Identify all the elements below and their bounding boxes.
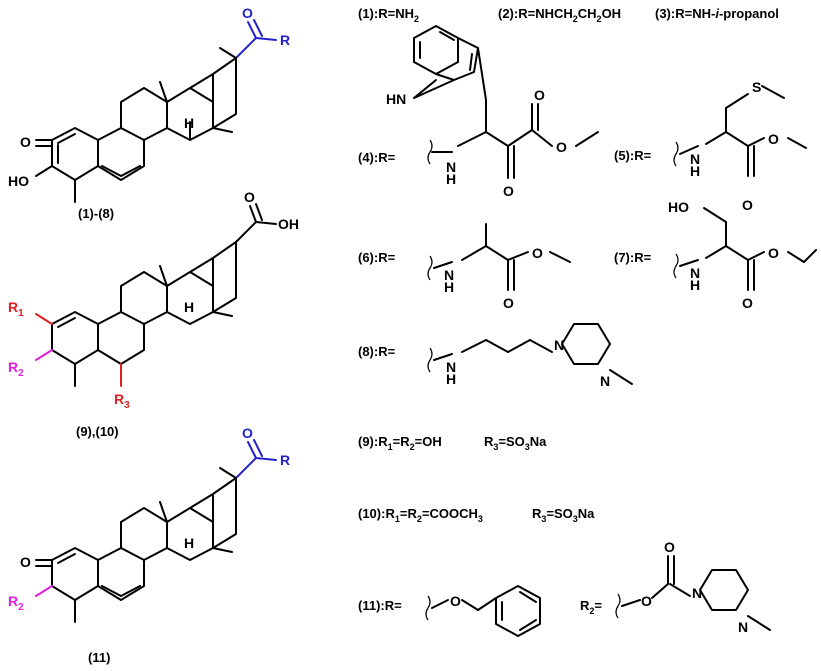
atom-n-8b: N [600,373,610,389]
substituent-4: (4):R= [358,150,396,165]
substituent-1: (1):R=NH2 [358,6,419,24]
atom-n-11b: N [738,619,748,635]
substituent-11-r2: R2= [580,598,602,616]
atom-n-11a: N [692,585,702,601]
atom-o-blue-3: O [242,425,253,441]
atom-ho-7: HO [668,199,689,215]
substituent-7: (7):R= [614,250,652,265]
r2-label-3: R2 [8,593,24,613]
atom-o-7a: O [742,295,753,311]
substituent-9-r3: R3=SO3Na [484,434,547,452]
substituent-2: (2):R=NHCH2CH2OH [498,6,621,24]
atom-o-2: O [244,189,255,205]
substituent-11-r2-structure: O O N N [615,539,771,635]
atom-o-3: O [20,554,31,570]
atom-h: H [184,115,194,131]
core-label-2: (9),(10) [76,424,119,439]
atom-h-3: H [184,535,194,551]
atom-o-11c: O [664,539,675,555]
atom-o-7b: O [768,245,779,261]
atom-o-5a: O [742,197,753,213]
atom-r-blue: R [280,32,290,48]
r3-label: R3 [114,391,130,411]
substituent-9: (9):R1=R2=OH [358,434,442,452]
substituent-6: (6):R= [358,250,396,265]
atom-o-5b: O [768,131,779,147]
atom-o: O [20,134,31,150]
atom-s-5: S [752,79,761,95]
atom-hn: HN [386,91,406,107]
atom-o-blue: O [242,5,253,21]
core-structure-3: O H O R R2 (11) [8,425,290,665]
substituent-5: (5):R= [614,148,652,163]
atom-o-6a: O [503,295,514,311]
atom-n-8a: N [554,337,564,353]
substituent-10-r3: R3=SO3Na [532,506,595,524]
atom-oh-2: OH [278,216,299,232]
atom-o-6b: O [532,245,543,261]
substituent-10: (10):R1=R2=COOCH3 [358,506,483,524]
core-structure-1: O HO H O R (1)-(8) [8,5,290,221]
r2-label: R2 [8,359,24,379]
atom-o-11b: O [641,593,652,609]
substituent-3: (3):R=NH-i-propanol [655,6,779,21]
atom-o-4b: O [503,183,514,199]
r1-label: R1 [8,299,24,319]
substituent-11-benzyl: O [425,585,541,637]
atom-o-11: O [450,593,461,609]
substituent-8: (8):R= [358,344,396,359]
atom-o-4c: O [556,139,567,155]
atom-h-2: H [184,299,194,315]
core-label-3: (11) [88,650,110,665]
atom-r-blue-3: R [280,452,290,468]
atom-ho: HO [8,173,29,189]
core-label-1: (1)-(8) [78,206,114,221]
atom-o-4a: O [534,87,545,103]
core-structure-2: H O OH R1 R2 R3 (9),(10) [8,189,299,439]
substituent-11: (11):R= [358,598,402,613]
